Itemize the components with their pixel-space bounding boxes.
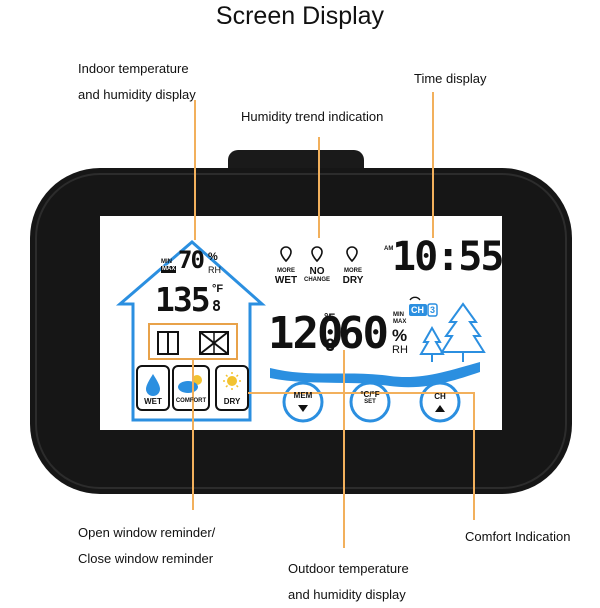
callout-indoor-line1: Indoor temperature	[78, 61, 189, 76]
comfort-comfort-label: COMFORT	[175, 398, 207, 404]
indoor-temp-unit: °F	[212, 283, 224, 295]
comfort-wet-box	[136, 365, 170, 411]
callout-comfort: Comfort Indication	[465, 529, 571, 544]
callout-window-line1: Open window reminder/	[78, 525, 216, 540]
signal-icon	[409, 296, 421, 301]
set-button-label: SET	[364, 399, 376, 405]
ch-button-ring	[419, 381, 461, 423]
callout-window: Open window reminder/ Close window remin…	[78, 520, 215, 572]
comfort-dry-label: DRY	[223, 397, 241, 406]
device-body-bezel	[35, 173, 567, 489]
outdoor-minmax: MIN MAX	[393, 312, 406, 326]
am-label: AM	[384, 246, 394, 252]
trend-more-dry: MORE DRY	[337, 267, 369, 286]
leader-comfort	[248, 392, 475, 520]
mem-button-ring	[282, 381, 324, 423]
callout-indoor: Indoor temperature and humidity display	[78, 56, 196, 108]
outdoor-temp-unit: °F	[324, 312, 336, 324]
outdoor-min-label: MIN	[393, 312, 404, 318]
pin-dry-icon	[346, 246, 358, 263]
callout-outdoor-line2: and humidity display	[288, 587, 406, 602]
callout-time: Time display	[414, 71, 487, 86]
ch-button[interactable]: CH	[434, 392, 446, 401]
sun-icon	[227, 376, 237, 386]
outdoor-rh-label: RH	[392, 344, 408, 356]
arrow-up-icon	[435, 405, 445, 412]
outdoor-temp-value: 120	[268, 308, 343, 359]
trend-more-wet: MORE WET	[270, 267, 302, 286]
callout-outdoor: Outdoor temperature and humidity display	[288, 556, 409, 608]
outdoor-humidity-unit: %	[392, 326, 408, 345]
indoor-rh-label: RH	[208, 265, 221, 275]
channel-number: 3	[430, 305, 436, 315]
indoor-min-label: MIN	[161, 259, 172, 265]
page-title: Screen Display	[215, 2, 385, 30]
trend-wet: WET	[274, 275, 298, 286]
trend-dry-top: MORE	[344, 268, 362, 274]
callout-humidity-trend: Humidity trend indication	[241, 109, 384, 124]
comfort-comfort-box	[172, 365, 210, 411]
droplet-icon	[146, 374, 160, 396]
indoor-humidity-unit: %	[208, 251, 218, 263]
outdoor-temp-decimal: 8	[325, 336, 335, 356]
time-value: 10:55	[392, 234, 504, 280]
cf-button[interactable]: °C/°F SET	[351, 390, 389, 405]
outdoor-max-label: MAX	[393, 319, 407, 325]
river-graphic	[270, 362, 480, 388]
indoor-temp-value: 135	[155, 280, 211, 319]
trend-dry: DRY	[342, 275, 364, 286]
pin-wet-icon	[280, 246, 292, 263]
callout-window-line2: Close window reminder	[78, 551, 214, 566]
house-outline	[115, 240, 266, 422]
callout-outdoor-line1: Outdoor temperature	[288, 561, 409, 576]
channel-label: CH	[411, 305, 424, 315]
arrow-down-icon	[298, 405, 308, 412]
indoor-minmax: MIN MAX	[161, 259, 177, 273]
callout-indoor-line2: and humidity display	[78, 87, 196, 102]
indoor-temp-decimal: 8	[212, 297, 221, 315]
trees-graphic	[419, 302, 486, 362]
comfort-wet-label: WET	[144, 397, 162, 406]
cf-button-label: °C/°F	[360, 390, 380, 399]
cloud-icon	[178, 381, 198, 393]
trend-wet-top: MORE	[277, 268, 295, 274]
trend-no-change: NO CHANGE	[300, 267, 334, 285]
indoor-max-label: MAX	[161, 266, 177, 273]
pin-nochange-icon	[311, 246, 323, 263]
channel-badge	[409, 304, 427, 316]
window-reminder-box	[148, 323, 238, 360]
trend-change: CHANGE	[303, 277, 330, 283]
trend-no: NO	[309, 266, 325, 277]
indoor-humidity-value: 70	[178, 246, 205, 274]
comfort-dry-box	[215, 365, 249, 411]
mem-button[interactable]: MEM	[293, 391, 313, 400]
outdoor-humidity-value: 60	[338, 308, 389, 359]
